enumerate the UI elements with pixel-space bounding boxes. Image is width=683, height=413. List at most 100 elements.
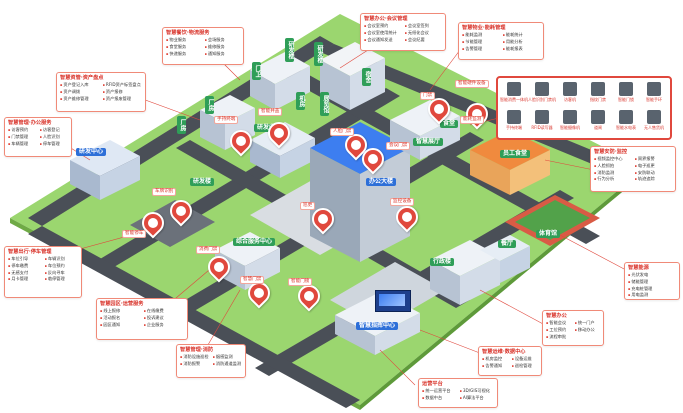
callout-item: 人脸抓拍 [594, 163, 632, 170]
callout-item: 资产登记入库 [60, 82, 100, 89]
device-item: 手持终端 [500, 110, 528, 130]
callout-item: 会议室使用统计 [364, 30, 402, 37]
callout-item: 移动办公 [575, 327, 601, 334]
callout-office-services: 智慧管理·办公服务 访客预约 访客登记 门禁管理 人脸识别 车辆管理 停车管理 [4, 117, 72, 157]
callout-item: 维修服务 [205, 44, 241, 51]
callout-item: 电子巡更 [635, 163, 673, 170]
callout-item: 统一运营平台 [422, 388, 457, 395]
callout-item: 统一门户 [575, 320, 601, 327]
device-item: 指纹门禁 [584, 82, 612, 102]
callout-meeting-management: 智慧办公·会议管理 会议室预约 会议室签到 会议室使用统计 无纸化会议 会议通知… [360, 13, 446, 51]
callout-item: 消防监测 [594, 170, 632, 177]
callout-security-monitoring: 智慧安防·监控 视频监控中心 周界报警 人脸抓拍 电子巡更 消防监测 安防联动 … [590, 146, 676, 192]
device-item: 智能门锁 [612, 82, 640, 102]
face-gate-icon [535, 82, 549, 96]
callout-item: 食堂服务 [166, 44, 202, 51]
callout-item: 周界报警 [635, 156, 673, 163]
callout-title: 智慧资管·资产盘点 [60, 75, 104, 81]
building-label: 厂房 [205, 96, 214, 114]
wristband-icon [647, 82, 661, 96]
callout-item: 烟感监测 [213, 354, 243, 361]
building-label: 厂房 [177, 116, 186, 134]
road [28, 226, 360, 408]
callout-item: 反向寻车 [45, 270, 79, 277]
callout-item: 车辆管理 [8, 141, 37, 148]
pin-label: 人脸门禁 [330, 128, 355, 136]
pin-label: 智能停车 [122, 230, 147, 238]
building-label: 员工食堂 [500, 150, 531, 158]
building-label: 门卫 [252, 62, 261, 80]
pin-label: 车牌识别 [152, 188, 177, 196]
callout-parking-management: 智慧出行·停车管理 车位引导 车辆识别 停车缴费 车位预约 无感支付 反向寻车 … [4, 246, 82, 298]
building-label: 研发楼 [314, 42, 323, 66]
device-item: 人脸识别门禁机 [528, 82, 556, 102]
callout-title: 智慧运维·数据中心 [482, 349, 526, 355]
handheld-icon [507, 110, 521, 124]
building-label: 研发楼 [190, 178, 215, 186]
callout-item: 访客预约 [8, 127, 37, 134]
pin-label: 巡更 [300, 202, 316, 210]
callout-item: 车位预约 [45, 263, 79, 270]
callout-item: 通知服务 [205, 51, 241, 58]
device-item: 无人售货机 [640, 110, 668, 130]
callout-item: 月卡管理 [8, 276, 42, 283]
callout-item: 3D/GIS可视化 [460, 388, 495, 395]
callout-item: 无纸化会议 [405, 30, 443, 37]
callout-park-operations: 智慧园区·运营服务 线上报修 在线缴费 活动报名 投诉建议 园区通知 企业服务 [96, 298, 188, 340]
callout-item: 线上报修 [100, 308, 141, 315]
callout-item: 机房监控 [482, 356, 509, 363]
fingerprint-icon [591, 82, 605, 96]
callout-item: AI算法平台 [460, 395, 495, 402]
callout-item: 光伏发电 [628, 272, 676, 279]
device-item: 智能水电表 [612, 110, 640, 130]
callout-item: 用能分析 [503, 39, 541, 46]
building-label: 行政楼 [430, 258, 455, 266]
callout-smart-office: 智慧办公 智能会议 统一门户 工位预约 移动办公 流程审批 [542, 310, 604, 346]
callout-item: 会场服务 [205, 37, 241, 44]
callout-item: 能耗统计 [503, 32, 541, 39]
pin-label: 智慧门禁 [240, 276, 265, 284]
callout-energy: 智慧能源 光伏发电 储能管理 充电桩管理 用电监测 [624, 262, 680, 300]
callout-item: 访客登记 [40, 127, 69, 134]
callout-data-center: 智慧运维·数据中心 机房监控 设备运维 告警通知 巡检管理 [478, 346, 542, 376]
building-label: 智慧展厅 [413, 138, 444, 146]
callout-title: 智慧能源 [628, 265, 649, 271]
callout-item: 能耗监测 [462, 32, 500, 39]
callout-item: 车辆识别 [45, 256, 79, 263]
callout-item: 告警管理 [462, 46, 500, 53]
callout-item: 园区通知 [100, 322, 141, 329]
callout-item: 资产报修 [103, 89, 143, 96]
barrier-gate-icon [591, 110, 605, 124]
callout-title: 智慧办公 [546, 313, 567, 319]
pin-label: 监控设备 [390, 198, 415, 206]
callout-item: 停车缴费 [8, 263, 42, 270]
device-item: 访客机 [556, 82, 584, 102]
callout-item: 在线缴费 [144, 308, 185, 315]
callout-title: 智慧物业·能耗管理 [462, 25, 506, 31]
callout-item: 用电监测 [628, 292, 676, 299]
callout-item: 消防报警 [180, 361, 210, 368]
callout-item: 视频监控中心 [594, 156, 632, 163]
callout-item: 会议室签到 [405, 23, 443, 30]
pos-terminal-icon [507, 82, 521, 96]
vending-machine-icon [647, 110, 661, 124]
building-label: 办公大楼 [366, 178, 397, 186]
callout-item: 活动报名 [100, 315, 141, 322]
building-label: 展览馆 [320, 92, 329, 116]
callout-item: 告警通知 [482, 363, 509, 370]
callout-item: 停车管理 [40, 141, 69, 148]
building-label: 研发楼 [285, 38, 294, 62]
callout-item: 会议纪要 [405, 37, 443, 44]
pin-label: 智能门锁 [288, 278, 313, 286]
building-label: 宿舍 [362, 68, 371, 86]
callout-item: 设备运维 [512, 356, 539, 363]
building-label: 餐厅 [498, 240, 517, 248]
callout-item: 安防联动 [635, 170, 673, 177]
callout-title: 智慧安防·监控 [594, 149, 628, 155]
callout-item: 资产报废管理 [103, 96, 143, 103]
callout-asset-inventory: 智慧资管·资产盘点 资产登记入库 RFID资产标签盘点 资产调拨 资产报修 资产… [56, 72, 146, 112]
callout-item: 投诉建议 [144, 315, 185, 322]
callout-item: 行为分析 [594, 176, 632, 183]
callout-item: 资产维修管理 [60, 96, 100, 103]
